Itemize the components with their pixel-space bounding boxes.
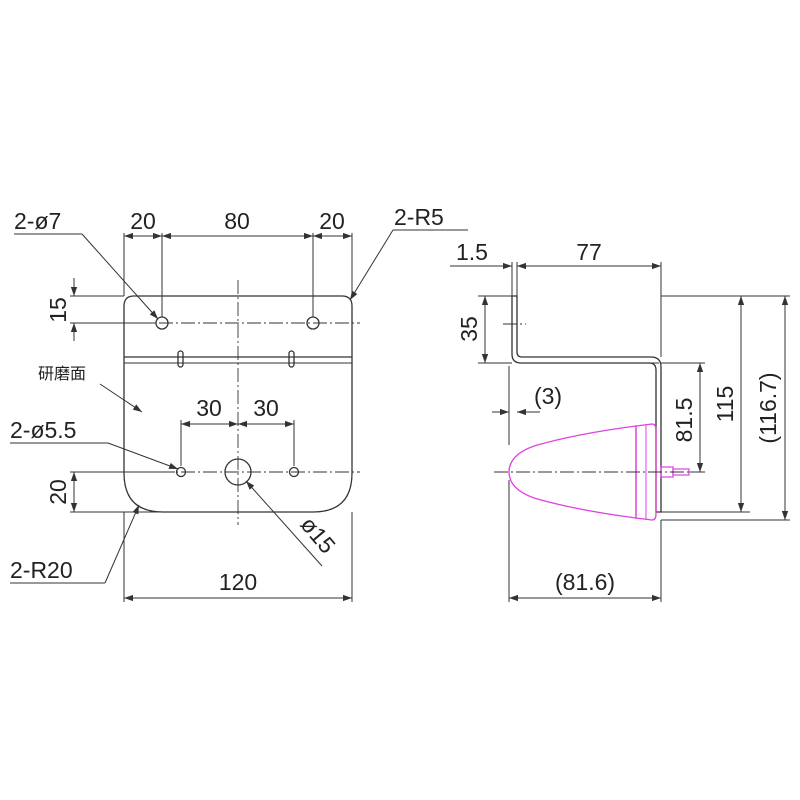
dim-hole-pitch: 80	[224, 208, 250, 234]
dim-height: 115	[712, 386, 738, 423]
hole-small-label: 2-ø5.5	[10, 417, 76, 443]
lamp-base	[635, 423, 657, 521]
leader-large-hole	[81, 233, 159, 320]
leader-center-hole	[245, 480, 323, 567]
leader-r20	[104, 504, 140, 584]
hole-large-label: 2-ø7	[14, 208, 61, 234]
leader-surface-note	[99, 383, 143, 413]
bottom-left-hole	[175, 466, 187, 478]
surface-note: 研磨面	[38, 364, 86, 383]
corner-r-bottom-label: 2-R20	[10, 557, 73, 583]
dim-flange: 35	[456, 316, 482, 342]
center-hole	[224, 458, 252, 486]
left-slot	[177, 350, 184, 368]
dim-bottom-hole-v: 20	[45, 479, 71, 505]
mounting-plate	[123, 295, 353, 513]
dim-right-edge: 20	[319, 208, 345, 234]
dim-depth: 77	[576, 239, 602, 265]
dim-total-width: 120	[219, 569, 257, 595]
leader-r5	[349, 229, 394, 301]
dim-small-right: 30	[253, 395, 279, 421]
dim-lamp-center: 81.5	[671, 398, 697, 443]
dim-left-edge: 20	[130, 208, 156, 234]
center-hole-label: ø15	[295, 511, 340, 558]
right-slot	[288, 350, 295, 368]
dim-gap: (3)	[534, 383, 562, 409]
corner-r-top-label: 2-R5	[394, 204, 444, 230]
dim-top-hole-v: 15	[45, 297, 71, 323]
dim-small-left: 30	[196, 395, 222, 421]
leader-small-hole	[107, 442, 179, 470]
side-view: 1.5 77 35 (3) 81.5 115 (116.7) (81.6)	[450, 239, 790, 602]
dim-total-height: (116.7)	[755, 372, 781, 443]
dim-lamp-length: (81.6)	[555, 569, 615, 595]
dim-thickness: 1.5	[456, 239, 488, 265]
bottom-right-hole	[288, 466, 300, 478]
front-view: 20 80 20 2-ø7 2-R5 15 研磨面 30 30 2-ø5.5	[10, 204, 468, 602]
